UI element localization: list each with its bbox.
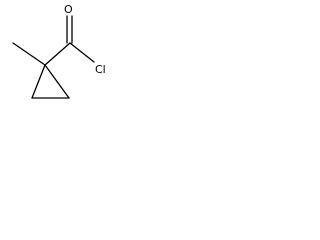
ring-bond-left <box>31 64 46 99</box>
oxygen-label: O <box>64 3 73 16</box>
carbonyl-double-bond <box>66 15 73 44</box>
ring-bond-right <box>44 64 70 99</box>
chlorine-label: Cl <box>95 63 106 76</box>
methyl-bond <box>12 42 46 66</box>
cyclopropane-ring <box>31 64 70 99</box>
carbonyl-carbon-bond <box>44 42 71 66</box>
chemical-structure: O Cl <box>12 3 106 99</box>
acyl-chloride-bond <box>69 42 95 63</box>
